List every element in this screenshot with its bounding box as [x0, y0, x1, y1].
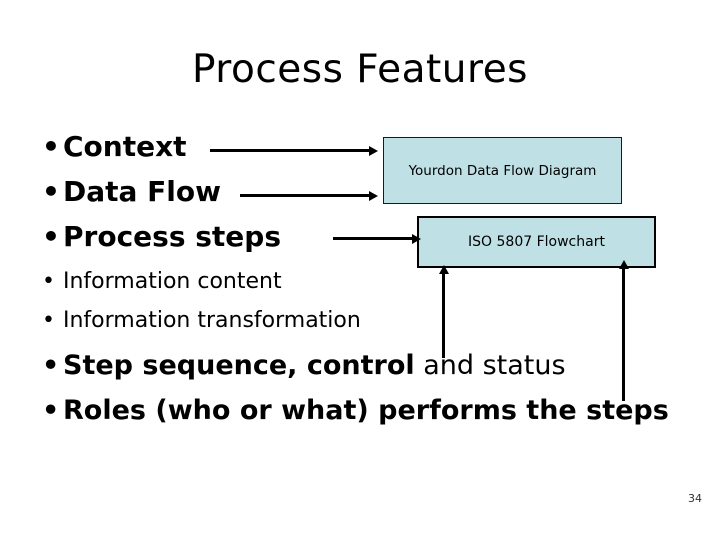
- arrow-up-roles-to-iso: [622, 268, 625, 401]
- bullet-label-information-content: Information content: [63, 269, 282, 294]
- bullet-label-step-sequence-regular: and status: [414, 350, 566, 381]
- bullet-item-information-content: • Information content: [42, 271, 282, 293]
- arrow-right-processsteps-to-iso: [333, 237, 413, 240]
- diagram-box-iso: ISO 5807 Flowchart: [417, 216, 656, 268]
- bullet-item-information-transformation: • Information transformation: [42, 310, 361, 332]
- diagram-box-yourdon: Yourdon Data Flow Diagram: [383, 137, 622, 204]
- bullet-marker-icon: •: [42, 220, 60, 253]
- bullet-label-dataflow: Data Flow: [63, 175, 221, 208]
- bullet-marker-icon: •: [42, 308, 55, 333]
- bullet-item-roles: • Roles (who or what) performs the steps: [42, 397, 669, 424]
- bullet-label-step-sequence-bold: Step sequence, control: [63, 350, 415, 381]
- bullet-label-roles: Roles (who or what) performs the steps: [63, 395, 669, 426]
- bullet-label-processsteps: Process steps: [63, 220, 281, 253]
- bullet-item-step-sequence: • Step sequence, control and status: [42, 352, 566, 379]
- bullet-item-processsteps: • Process steps: [42, 223, 281, 251]
- arrow-up-stepsequence-to-iso: [442, 273, 445, 358]
- page-number: 34: [688, 492, 702, 505]
- bullet-marker-icon: •: [42, 269, 55, 294]
- bullet-label-context: Context: [63, 130, 187, 163]
- bullet-marker-icon: •: [42, 395, 60, 426]
- bullet-label-step-sequence: Step sequence, control and status: [63, 352, 566, 379]
- page-title: Process Features: [191, 47, 529, 92]
- bullet-marker-icon: •: [42, 175, 60, 208]
- bullet-marker-icon: •: [42, 350, 60, 381]
- bullet-item-context: • Context: [42, 133, 187, 161]
- bullet-item-dataflow: • Data Flow: [42, 178, 221, 206]
- diagram-box-iso-label: ISO 5807 Flowchart: [468, 234, 605, 250]
- bullet-marker-icon: •: [42, 130, 60, 163]
- arrow-right-context-to-yourdon: [210, 149, 370, 152]
- arrow-right-dataflow-to-yourdon: [240, 194, 370, 197]
- bullet-label-information-transformation: Information transformation: [63, 308, 361, 333]
- diagram-box-yourdon-label: Yourdon Data Flow Diagram: [408, 162, 597, 179]
